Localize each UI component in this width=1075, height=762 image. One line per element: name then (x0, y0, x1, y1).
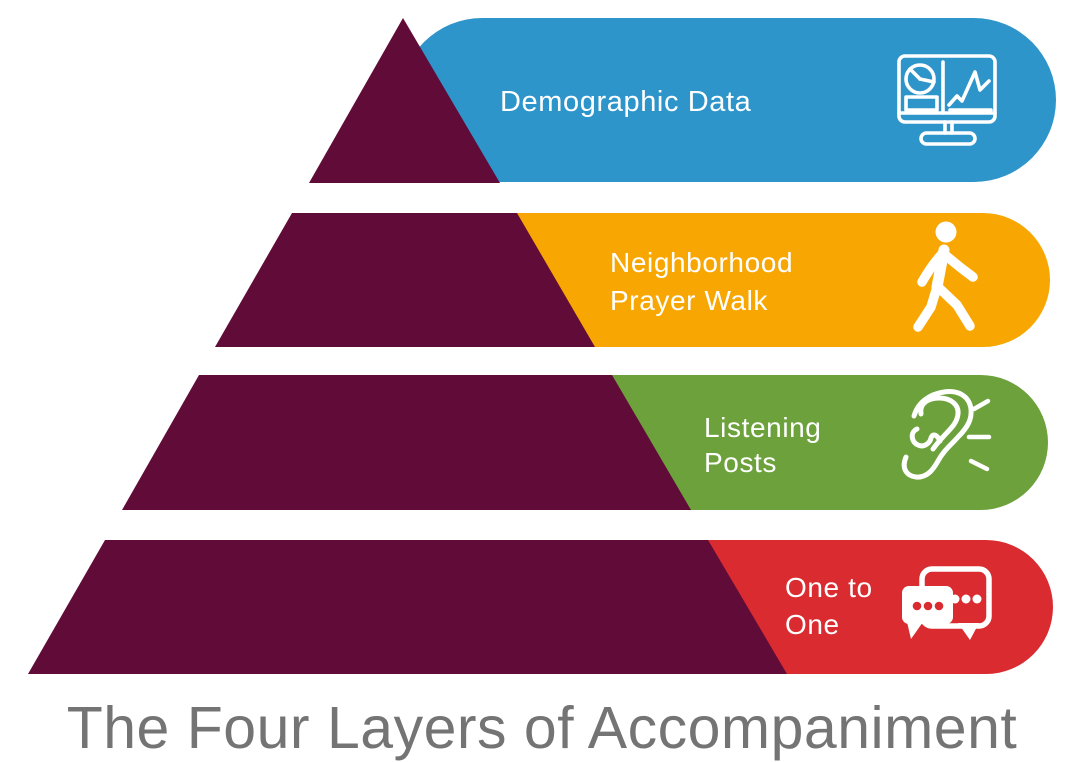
label-listening-line2: Posts (704, 447, 777, 478)
page-title: The Four Layers of Accompaniment (67, 695, 1018, 761)
label-neighborhood-line1: Neighborhood (610, 247, 793, 278)
ear-listening-icon (901, 389, 992, 480)
chat-bubbles-icon (902, 566, 992, 640)
label-one-to-one-line2: One (785, 609, 840, 640)
pyramid-segment-top (309, 18, 500, 183)
walking-person-icon (913, 221, 978, 332)
bar-demographic-data (400, 18, 1056, 182)
label-listening-line1: Listening (704, 412, 821, 443)
layer-labels: Demographic Data Neighborhood Prayer Wal… (500, 86, 873, 640)
pyramid-segments (28, 18, 787, 674)
label-neighborhood-line2: Prayer Walk (610, 285, 768, 316)
pyramid-segment-bottom (28, 540, 787, 674)
label-one-to-one-line1: One to (785, 572, 873, 603)
pyramid-segment-2 (215, 213, 595, 347)
label-demographic-data: Demographic Data (500, 86, 752, 118)
monitor-analytics-icon (897, 54, 997, 146)
pyramid-segment-3 (122, 375, 691, 510)
